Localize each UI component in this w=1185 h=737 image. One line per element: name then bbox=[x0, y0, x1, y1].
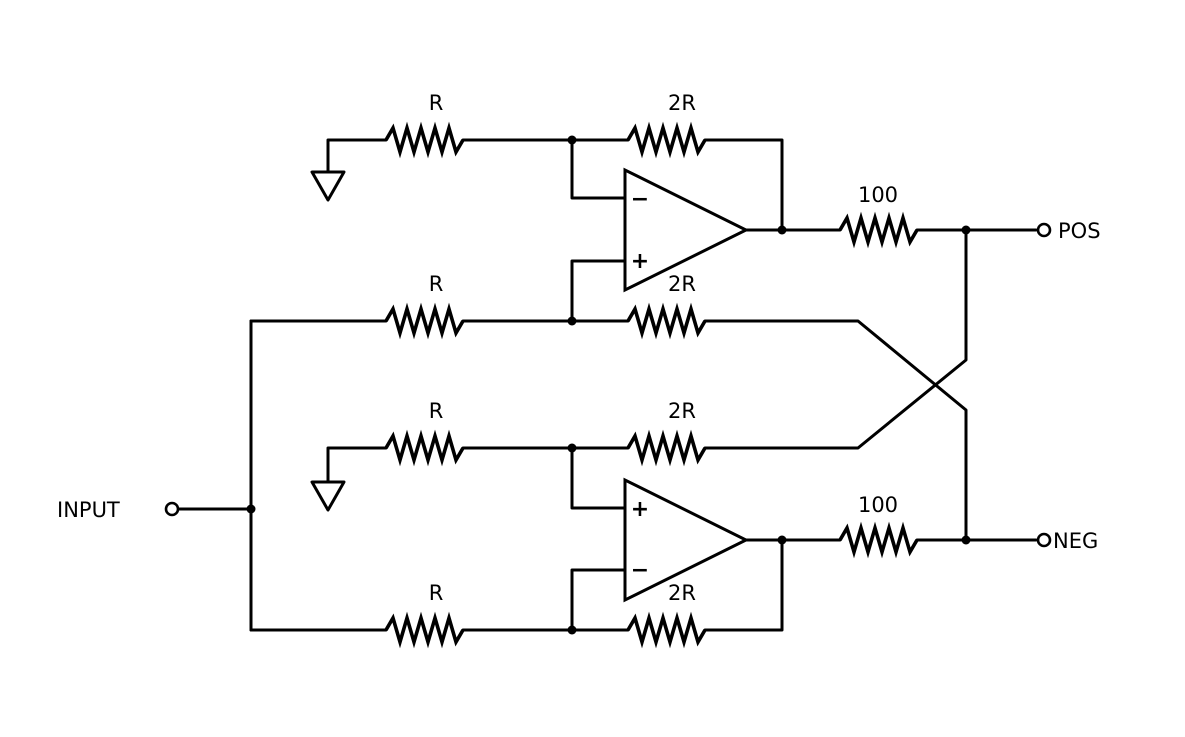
label-pos: POS bbox=[1058, 219, 1101, 243]
opamp-bottom-plus-sign: + bbox=[631, 497, 649, 522]
resistor-100-bottom bbox=[838, 521, 919, 559]
opamp-bottom bbox=[623, 477, 750, 603]
opamp-top-minus-sign: − bbox=[631, 187, 649, 212]
opamp-top-plus-sign: + bbox=[631, 249, 649, 274]
pos-terminal[interactable] bbox=[1036, 222, 1052, 238]
label-2r-bottom: 2R bbox=[668, 581, 696, 605]
junction-dots bbox=[246, 135, 971, 635]
resistor-2r-mid-bottom bbox=[626, 429, 707, 467]
label-100-top: 100 bbox=[858, 183, 898, 207]
resistor-2r-top bbox=[626, 121, 707, 159]
resistor-r-bottom bbox=[384, 611, 465, 649]
resistor-2r-bottom bbox=[626, 611, 707, 649]
resistor-100-top bbox=[838, 211, 919, 249]
label-r-mid-top: R bbox=[429, 272, 444, 296]
neg-terminal[interactable] bbox=[1036, 532, 1052, 548]
label-r-top: R bbox=[429, 91, 444, 115]
label-2r-top: 2R bbox=[668, 91, 696, 115]
ground-icon-top bbox=[310, 138, 388, 202]
resistor-r-mid-bottom bbox=[384, 429, 465, 467]
label-r-mid-bottom: R bbox=[429, 399, 444, 423]
label-r-bottom: R bbox=[429, 581, 444, 605]
opamp-bottom-minus-sign: − bbox=[631, 558, 649, 583]
label-100-bottom: 100 bbox=[858, 493, 898, 517]
input-terminal[interactable] bbox=[164, 501, 180, 517]
label-neg: NEG bbox=[1053, 529, 1098, 553]
label-2r-mid-top: 2R bbox=[668, 272, 696, 296]
resistor-r-top bbox=[384, 121, 465, 159]
opamp-top bbox=[623, 167, 750, 293]
resistor-r-mid-top bbox=[384, 302, 465, 340]
ground-icon-bottom bbox=[310, 446, 388, 512]
label-input: INPUT bbox=[57, 498, 120, 522]
label-2r-mid-bottom: 2R bbox=[668, 399, 696, 423]
resistor-2r-mid-top bbox=[626, 302, 707, 340]
